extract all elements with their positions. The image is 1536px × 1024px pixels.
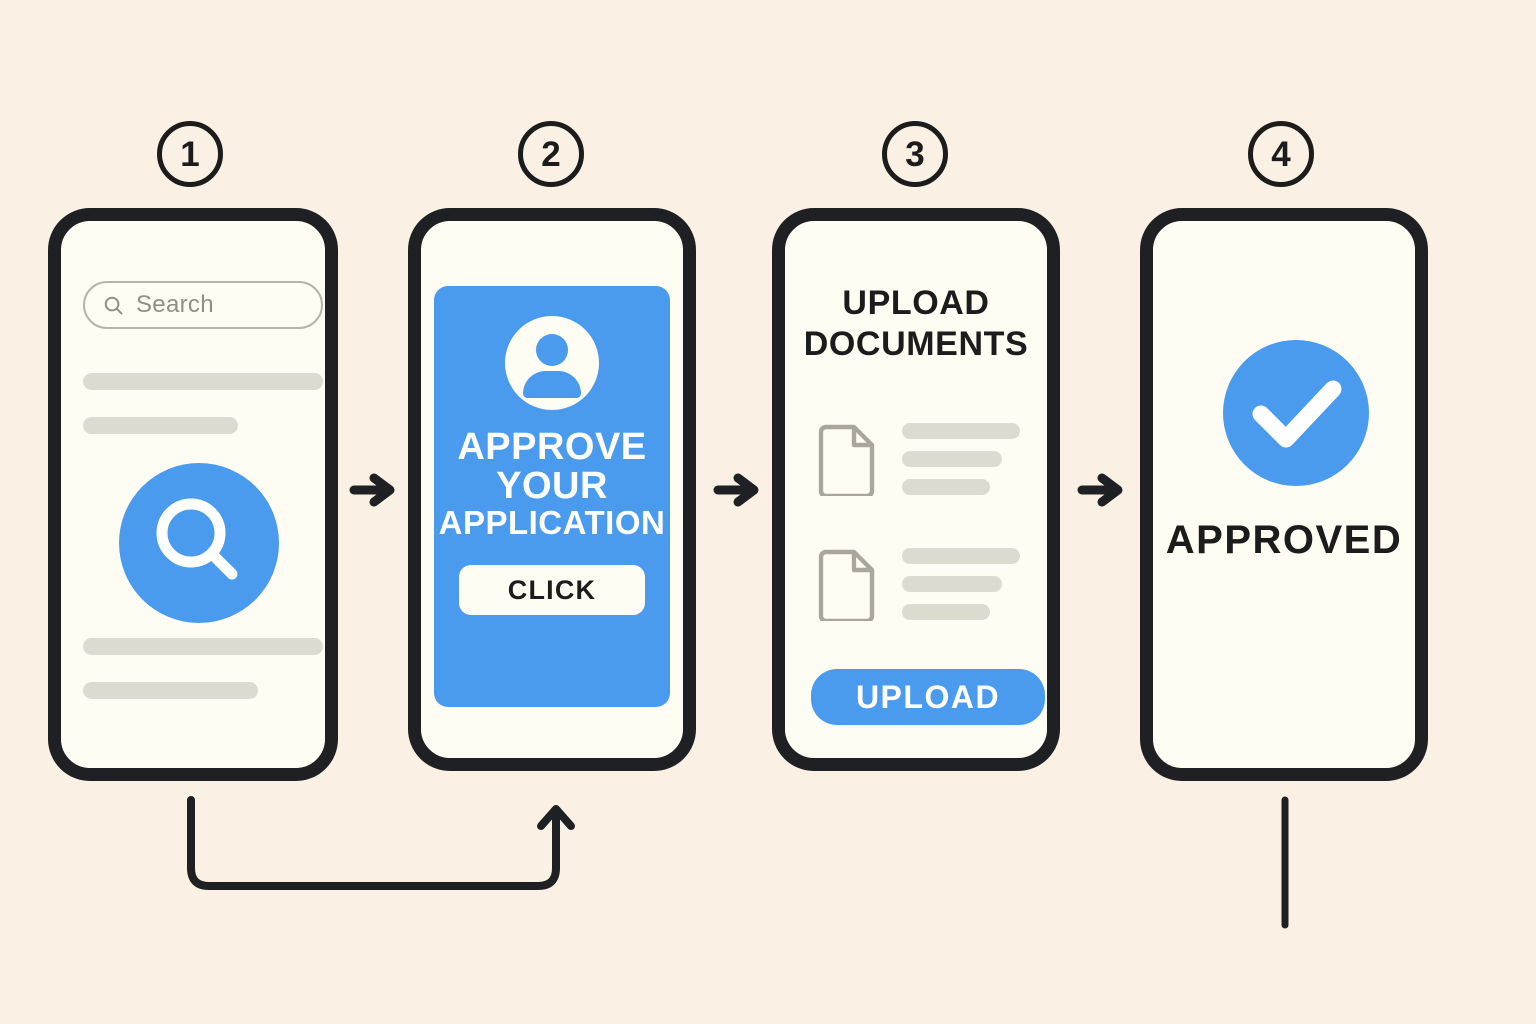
document-text-line — [902, 576, 1002, 592]
magnifier-glyph — [156, 498, 238, 580]
upload-button-label: UPLOAD — [855, 678, 1001, 715]
click-button-label: CLICK — [507, 574, 597, 605]
phone-mockup-2: APPROVE YOUR APPLICATION CLICK — [408, 208, 696, 771]
document-text-lines — [902, 548, 1020, 620]
click-button[interactable]: CLICK — [459, 565, 645, 616]
approve-headline-line-3: APPLICATION — [438, 503, 666, 541]
phone-1-screen: Search — [61, 221, 325, 768]
skeleton-line — [83, 638, 323, 655]
phone-3-screen: UPLOAD DOCUMENTS — [785, 221, 1047, 758]
step-badge-2: 2 — [518, 121, 584, 187]
phone-mockup-1: Search — [48, 208, 338, 781]
document-text-line — [902, 423, 1020, 439]
step-badge-1-number: 1 — [180, 134, 200, 174]
document-text-line — [902, 548, 1020, 564]
phone-mockup-3: UPLOAD DOCUMENTS — [772, 208, 1060, 771]
document-file-glyph — [818, 424, 875, 499]
arrow-step1-to-step2 — [349, 473, 395, 507]
approve-headline: APPROVE YOUR APPLICATION — [439, 428, 666, 539]
upload-title: UPLOAD DOCUMENTS — [785, 283, 1047, 366]
skeleton-line — [83, 682, 258, 699]
approve-card: APPROVE YOUR APPLICATION CLICK — [434, 286, 670, 707]
document-file-icon — [818, 547, 880, 624]
skeleton-line — [83, 373, 323, 390]
phone-2-screen: APPROVE YOUR APPLICATION CLICK — [421, 221, 683, 758]
document-row[interactable] — [818, 547, 1020, 624]
step-badge-4-number: 4 — [1271, 134, 1291, 174]
step-badge-1: 1 — [157, 121, 223, 187]
document-text-lines — [902, 423, 1020, 495]
approved-label: APPROVED — [1165, 518, 1403, 562]
search-placeholder: Search — [136, 291, 214, 318]
upload-title-line-1: UPLOAD — [842, 284, 990, 322]
document-text-line — [902, 479, 990, 495]
magnifier-icon[interactable] — [119, 463, 279, 623]
step-badge-2-number: 2 — [541, 134, 561, 174]
avatar-head — [536, 334, 568, 366]
check-circle-icon — [1223, 340, 1369, 486]
loopback-step1-to-step2 — [187, 796, 575, 890]
document-file-icon — [818, 422, 880, 499]
step-badge-3: 3 — [882, 121, 948, 187]
phone-mockup-4: APPROVED — [1140, 208, 1428, 781]
upload-title-line-2: DOCUMENTS — [803, 325, 1029, 364]
document-row[interactable] — [818, 422, 1020, 499]
arrow-step2-to-step3 — [713, 473, 759, 507]
phone-4-screen: APPROVED — [1153, 221, 1415, 768]
document-file-glyph — [818, 549, 875, 624]
avatar-body — [523, 371, 581, 398]
skeleton-line — [83, 417, 238, 434]
checkmark-glyph — [1252, 380, 1342, 448]
search-icon — [104, 296, 123, 315]
document-text-line — [902, 604, 990, 620]
approve-headline-line-1: APPROVE — [457, 426, 647, 468]
arrow-step3-to-step4 — [1077, 473, 1123, 507]
search-input[interactable]: Search — [83, 281, 323, 329]
upload-button[interactable]: UPLOAD — [811, 669, 1045, 725]
step-badge-4: 4 — [1248, 121, 1314, 187]
user-avatar-icon — [505, 316, 599, 410]
document-text-line — [902, 451, 1002, 467]
step-badge-3-number: 3 — [905, 134, 925, 174]
approve-headline-line-2: YOUR — [496, 464, 608, 507]
